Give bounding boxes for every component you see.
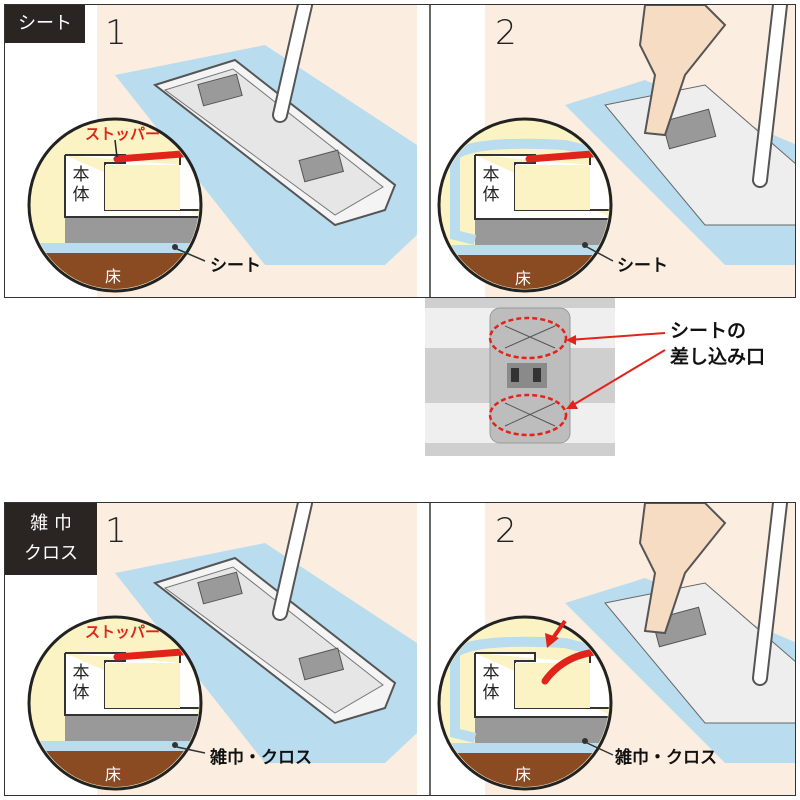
floor-label: 床 <box>515 765 532 784</box>
floor-label: 床 <box>105 765 122 784</box>
step-number: 1 <box>105 511 127 551</box>
section-tag: 雑 巾クロス <box>5 503 97 575</box>
section-tag: シート <box>5 5 85 43</box>
cloth-callout: 雑巾・クロス <box>210 748 312 768</box>
step-number: 1 <box>105 13 127 53</box>
step-number: 2 <box>495 13 517 53</box>
sheet-panel: シート 1 2 ストッパー 本体 床 シート 本体 床 シート <box>4 4 796 298</box>
body-label: 本体 <box>482 165 500 205</box>
stopper-label: ストッパー <box>85 125 161 143</box>
sheet-panel-illustration <box>27 5 795 297</box>
stopper-label: ストッパー <box>85 623 161 641</box>
sheet-callout: シート <box>617 256 668 276</box>
body-label: 本体 <box>482 663 500 703</box>
insertion-photo <box>425 298 615 456</box>
sheet-callout: シート <box>210 256 261 276</box>
step-number: 2 <box>495 511 517 551</box>
cloth-panel: 雑 巾クロス 1 2 ストッパー 本体 床 雑巾・クロス 本体 床 雑巾・クロス <box>4 502 796 796</box>
body-label: 本体 <box>72 165 90 205</box>
floor-label: 床 <box>105 267 122 286</box>
floor-label: 床 <box>515 269 532 288</box>
body-label: 本体 <box>72 663 90 703</box>
cloth-panel-illustration <box>27 503 795 795</box>
mop-head-photo <box>425 298 615 456</box>
insertion-label: シートの差し込み口 <box>670 320 766 368</box>
cloth-callout: 雑巾・クロス <box>615 748 717 768</box>
